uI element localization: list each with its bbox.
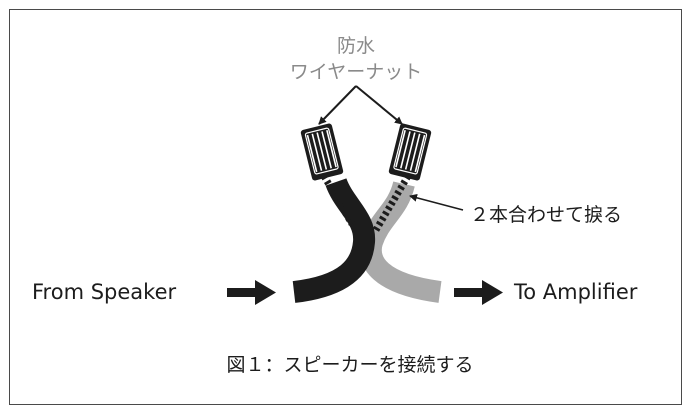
to-arrow <box>454 280 503 305</box>
wire-nut-label-line2: ワイヤーナット <box>290 61 422 83</box>
pointer-arrow-left <box>318 85 357 125</box>
wire-nut-left <box>300 123 344 181</box>
wire-nut-right <box>388 123 432 181</box>
wire-nut-label-line1: 防水 <box>337 35 375 57</box>
pointer-arrow-right <box>355 85 403 125</box>
black-wire <box>292 177 376 303</box>
to-amplifier-label: To Amplifier <box>513 280 638 304</box>
twist-label: ２本合わせて捩る <box>470 204 622 226</box>
from-speaker-label: From Speaker <box>32 280 176 304</box>
figure-caption: 図１：スピーカーを接続する <box>226 354 473 376</box>
twist-callout-arrow <box>409 193 464 211</box>
from-arrow <box>227 280 276 305</box>
twisted-strands-right <box>372 174 412 232</box>
gray-wire <box>359 180 442 303</box>
